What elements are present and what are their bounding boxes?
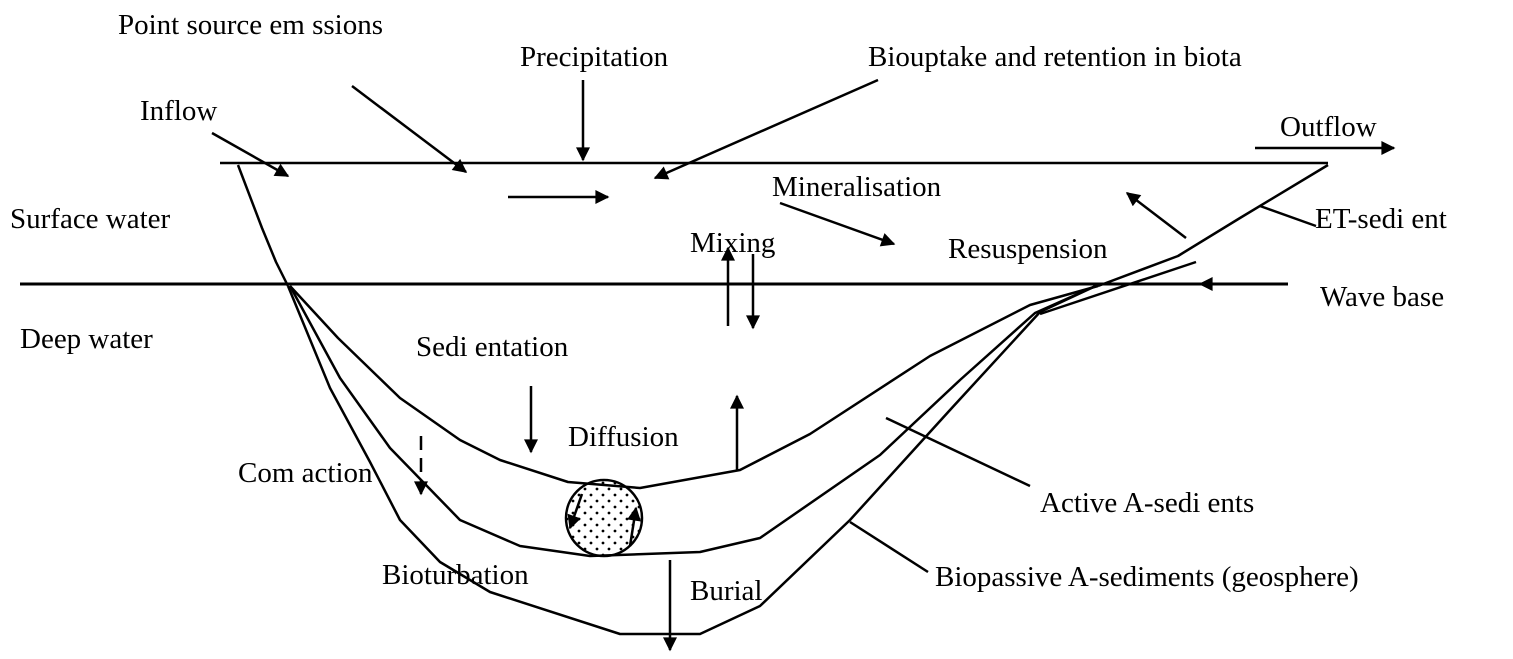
- basin-right-wall: [1097, 163, 1329, 288]
- resuspension-slope-line: [1039, 260, 1197, 316]
- label-diffusion: Diffusion: [568, 421, 679, 453]
- label-biopassive-sediments: Biopassive A-sediments (geosphere): [935, 561, 1359, 593]
- label-outflow: Outflow: [1280, 111, 1377, 143]
- label-active-sediments: Active A-sedi ents: [1040, 487, 1254, 519]
- label-mineralisation: Mineralisation: [772, 171, 942, 203]
- et-sediment-leader: [1259, 204, 1317, 228]
- label-precipitation: Precipitation: [520, 41, 669, 73]
- label-biouptake: Biouptake and retention in biota: [868, 41, 1242, 73]
- label-mixing: Mixing: [690, 227, 775, 259]
- label-et-sediment: ET-sedi ent: [1315, 203, 1447, 235]
- biopassive-sediment-lower-boundary: [286, 282, 1101, 636]
- label-sedimentation: Sedi entation: [416, 331, 569, 363]
- label-point-source-emissions: Point source em ssions: [118, 9, 383, 41]
- point-source-arrow: [351, 85, 468, 173]
- active-sediment-lower-boundary: [288, 282, 1101, 558]
- label-compaction: Com action: [238, 457, 373, 489]
- active-sediment-upper-boundary: [289, 284, 1099, 490]
- label-surface-water: Surface water: [10, 203, 171, 235]
- inflow-arrow: [211, 131, 290, 178]
- label-burial: Burial: [690, 575, 763, 607]
- sediment-particle-icon: [564, 478, 644, 558]
- biouptake-arrow: [653, 78, 879, 180]
- mineralisation-arrow: [779, 201, 896, 247]
- basin-left-wall: [236, 164, 290, 287]
- label-wave-base: Wave base: [1320, 281, 1444, 313]
- biopassive-sediment-leader: [849, 520, 929, 574]
- label-inflow: Inflow: [140, 95, 217, 127]
- resuspension-arrow: [1125, 192, 1187, 239]
- label-deep-water: Deep water: [20, 323, 153, 355]
- active-sediment-leader: [885, 416, 1031, 488]
- label-resuspension: Resuspension: [948, 233, 1108, 265]
- label-bioturbation: Bioturbation: [382, 559, 529, 591]
